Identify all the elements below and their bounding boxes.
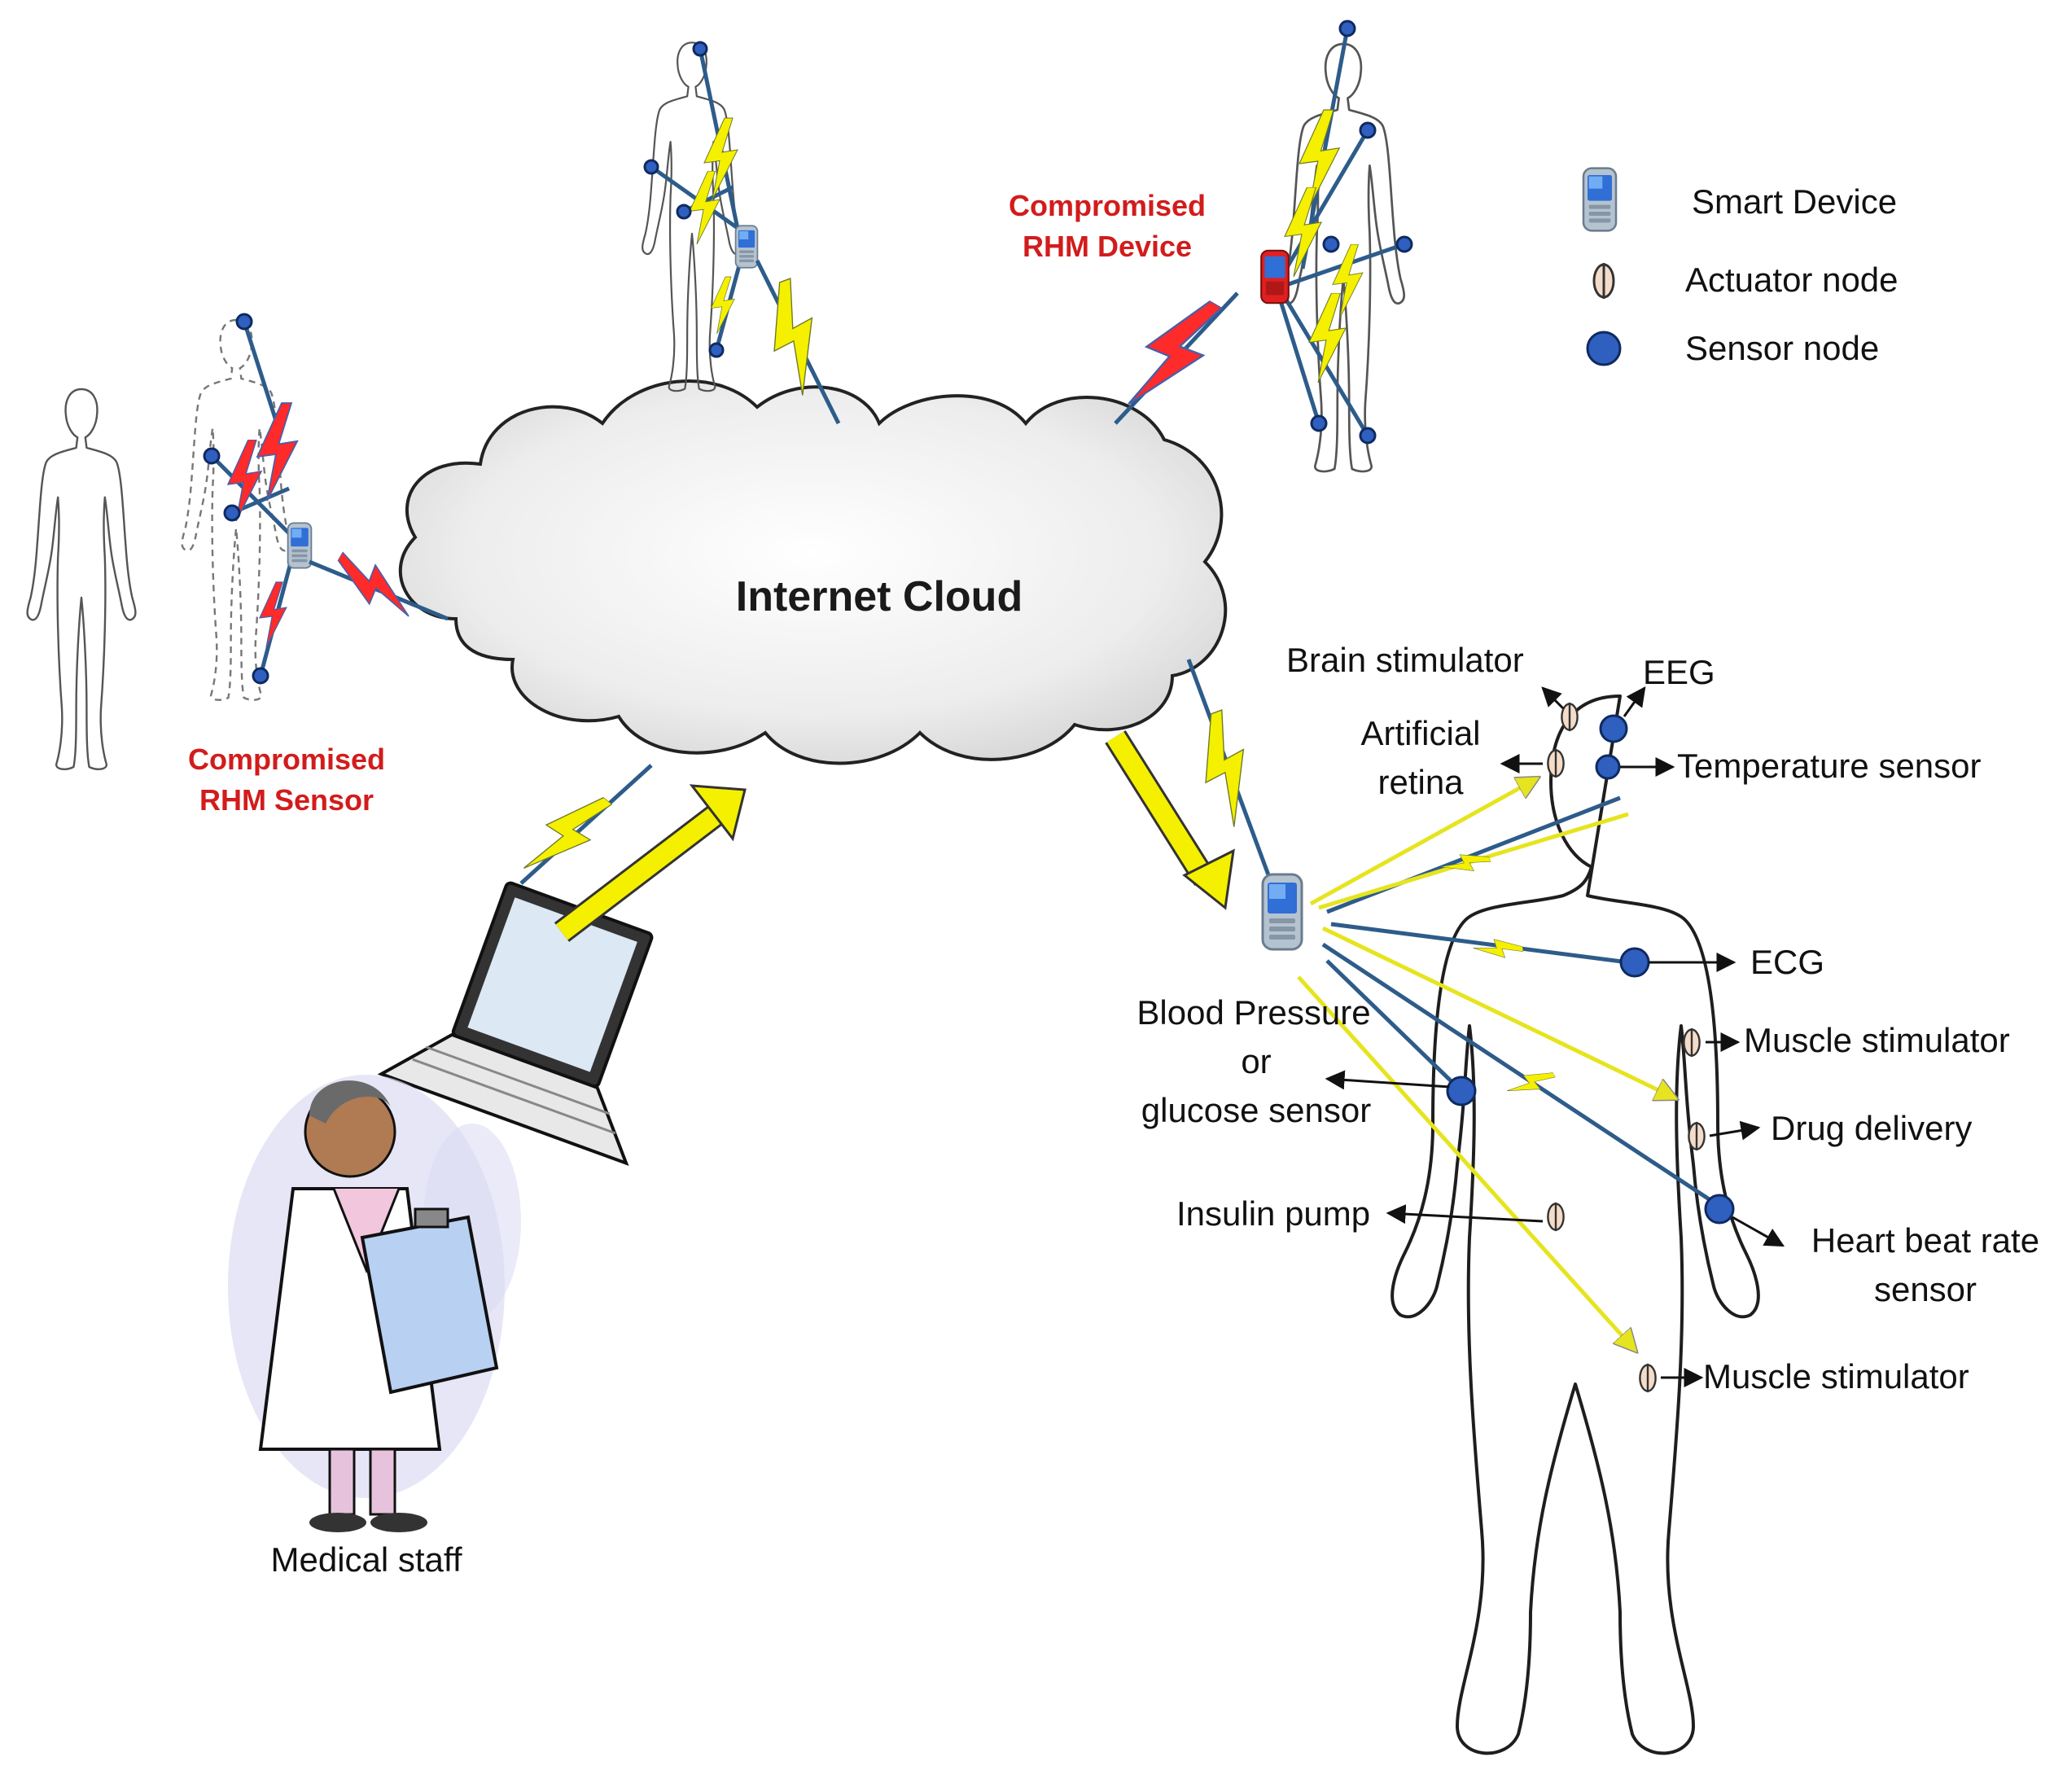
red-link-left: [309, 546, 449, 625]
smart-device-patient: [1261, 873, 1303, 951]
sensor-node-icon: [1586, 331, 1622, 366]
healthy-person-figure: [26, 388, 137, 770]
top-person-figure: [642, 41, 759, 392]
laptop-icon: [377, 881, 654, 1166]
medical-staff-label: Medical staff: [271, 1540, 462, 1579]
eeg-label: EEG: [1643, 653, 1715, 691]
brain-stimulator-label: Brain stimulator: [1286, 641, 1524, 679]
artificial-retina-label-2: retina: [1377, 763, 1464, 801]
blood-pressure-label-2: or: [1241, 1042, 1271, 1080]
compromised-sensor-label-1: Compromised: [188, 743, 385, 776]
drug-delivery-label: Drug delivery: [1771, 1109, 1972, 1147]
yellow-link-top: [751, 259, 841, 425]
ecg-label: ECG: [1750, 943, 1824, 981]
medical-staff-figure: [228, 1075, 521, 1532]
insulin-pump-label: Insulin pump: [1176, 1194, 1370, 1233]
body-labels: Brain stimulator EEG Artificial retina T…: [1136, 641, 2039, 1395]
muscle-stimulator-lower-label: Muscle stimulator: [1703, 1357, 1969, 1395]
blood-pressure-label-1: Blood Pressure: [1136, 993, 1370, 1032]
muscle-stimulator-upper-label: Muscle stimulator: [1744, 1021, 2010, 1059]
legend-actuator-node: Actuator node: [1685, 261, 1899, 299]
cloud-to-device-links: [1105, 659, 1272, 910]
patient-body: [1391, 694, 1760, 1755]
laptop-links: [515, 764, 747, 942]
temperature-sensor-label: Temperature sensor: [1677, 747, 1982, 785]
cloud-icon: [398, 379, 1228, 765]
compromised-device-label-1: Compromised: [1009, 189, 1206, 222]
blood-pressure-label-3: glucose sensor: [1141, 1091, 1372, 1129]
artificial-retina-label-1: Artificial: [1360, 714, 1480, 752]
red-link-top-right: [1114, 283, 1239, 426]
body-nodes: [1446, 701, 1735, 1394]
heart-beat-label-1: Heart beat rate: [1811, 1221, 2039, 1260]
compromised-sensor-person: [181, 313, 313, 701]
legend: Smart Device Actuator node Sensor node: [1582, 167, 1899, 367]
heart-beat-label-2: sensor: [1874, 1270, 1977, 1308]
smart-device-icon: [1582, 167, 1618, 232]
legend-sensor-node: Sensor node: [1685, 329, 1879, 367]
body-label-arrows: [1325, 686, 1785, 1387]
compromised-device-person: [1260, 20, 1413, 473]
compromised-device-label-2: RHM Device: [1023, 230, 1192, 263]
cloud-label: Internet Cloud: [736, 573, 1023, 620]
actuator-node-icon: [1592, 261, 1615, 300]
patient-network-links: [1261, 778, 1719, 1352]
legend-smart-device: Smart Device: [1692, 182, 1897, 221]
compromised-sensor-label-2: RHM Sensor: [199, 783, 374, 817]
